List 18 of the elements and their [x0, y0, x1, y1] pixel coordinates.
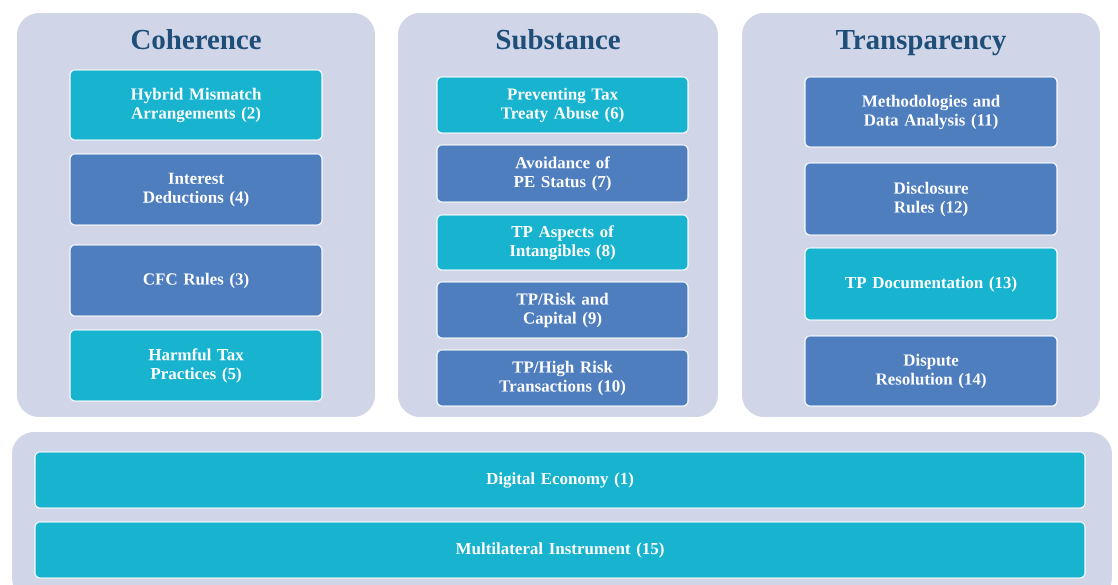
topic-box: TP Aspects of Intangibles (8): [436, 214, 689, 271]
topic-box: Digital Economy (1): [34, 451, 1086, 509]
topic-box: TP Documentation (13): [804, 247, 1058, 321]
topic-box: Methodologies and Data Analysis (11): [804, 76, 1058, 148]
panel-title: Transparency: [836, 30, 1007, 56]
topic-box: CFC Rules (3): [69, 244, 323, 317]
topic-box: Dispute Resolution (14): [804, 335, 1058, 407]
topic-box: Disclosure Rules (12): [804, 162, 1058, 236]
topic-box: Hybrid Mismatch Arrangements (2): [69, 69, 323, 141]
topic-box: Interest Deductions (4): [69, 153, 323, 226]
topic-box: Preventing Tax Treaty Abuse (6): [436, 76, 689, 134]
topic-box: TP/High Risk Transactions (10): [436, 349, 689, 407]
topic-box: Multilateral Instrument (15): [34, 521, 1086, 579]
topic-box: Harmful Tax Practices (5): [69, 329, 323, 402]
panel-title: Coherence: [131, 28, 261, 50]
topic-box: Avoidance of PE Status (7): [436, 144, 689, 203]
panel-title: Substance: [496, 28, 620, 50]
topic-box: TP/Risk and Capital (9): [436, 281, 689, 339]
